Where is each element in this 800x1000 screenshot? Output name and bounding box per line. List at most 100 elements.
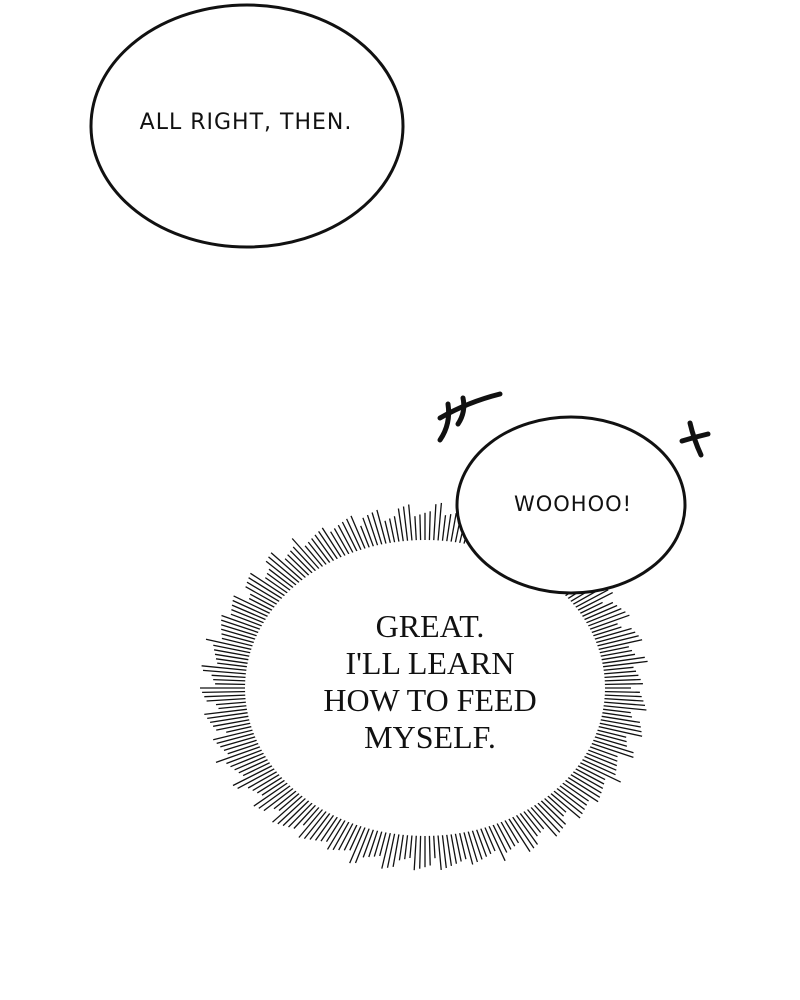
burst-ray: [580, 604, 618, 622]
burst-ray: [593, 635, 639, 648]
burst-ray: [453, 829, 462, 862]
burst-ray: [538, 797, 567, 825]
burst-ray: [569, 769, 604, 789]
burst-ray: [478, 824, 492, 855]
burst-ray: [594, 639, 643, 651]
burst-ray: [207, 711, 252, 720]
burst-ray: [600, 683, 643, 686]
burst-ray: [474, 825, 488, 857]
burst-ray: [337, 524, 356, 557]
burst-ray: [597, 653, 636, 661]
burst-ray: [343, 821, 360, 851]
burst-ray: [268, 568, 297, 591]
burst-ray: [250, 572, 289, 599]
burst-ray: [594, 725, 643, 737]
burst-ray: [373, 827, 384, 857]
burst-ray: [404, 831, 409, 860]
burst-ray: [289, 550, 316, 577]
burst-ray: [600, 694, 642, 698]
burst-ray: [556, 782, 588, 806]
burst-ray: [597, 715, 641, 724]
burst-ray: [303, 808, 330, 840]
burst-ray: [211, 674, 250, 679]
burst-ray: [582, 751, 618, 767]
burst-ray: [578, 757, 616, 776]
burst-ray: [221, 628, 260, 641]
speech-text-small: WOOHOO!: [513, 492, 633, 516]
burst-ray: [486, 822, 506, 862]
burst-ray: [205, 638, 256, 651]
burst-ray: [265, 560, 300, 588]
burst-ray: [520, 808, 542, 833]
burst-ray: [384, 520, 392, 547]
burst-ray: [531, 801, 561, 833]
speech-text-top: ALL RIGHT, THEN.: [139, 110, 353, 135]
burst-ray: [596, 649, 633, 658]
burst-ray: [330, 531, 348, 560]
burst-ray: [268, 556, 303, 586]
burst-ray: [266, 572, 294, 594]
burst-ray: [571, 589, 609, 610]
burst-ray: [445, 514, 452, 546]
burst-ray: [245, 586, 281, 607]
burst-ray: [346, 518, 364, 554]
burst-ray: [580, 754, 617, 771]
burst-ray: [513, 811, 539, 845]
burst-text-line: I'LL LEARN: [345, 645, 515, 681]
burst-ray: [204, 708, 251, 716]
burst-ray: [428, 511, 431, 545]
burst-ray: [311, 538, 333, 567]
burst-text-line: HOW TO FEED: [323, 682, 537, 718]
burst-ray: [202, 669, 250, 675]
burst-ray: [428, 831, 431, 866]
burst-ray: [318, 531, 341, 563]
burst-ray: [293, 801, 319, 829]
burst-ray: [534, 799, 564, 829]
burst-ray: [213, 644, 255, 655]
burst-ray: [550, 788, 583, 815]
burst-ray: [441, 515, 447, 545]
burst-ray: [586, 744, 618, 758]
burst-ray: [559, 780, 589, 802]
burst-ray: [592, 731, 627, 743]
burst-ray: [302, 804, 322, 826]
burst-ray: [587, 623, 618, 635]
burst-ray: [437, 502, 443, 545]
burst-text-line: GREAT.: [375, 608, 485, 644]
burst-ray: [371, 512, 384, 549]
burst-ray: [220, 619, 263, 635]
burst-ray: [544, 792, 567, 813]
burst-ray: [561, 777, 599, 803]
burst-ray: [599, 704, 647, 711]
burst-ray: [386, 829, 397, 868]
burst-ray: [470, 826, 483, 860]
burst-ray: [590, 627, 632, 641]
burst-ray: [458, 829, 467, 860]
burst-ray: [307, 541, 330, 568]
burst-ray: [215, 683, 250, 686]
burst-ray: [247, 769, 281, 789]
burst-ray: [202, 690, 250, 694]
burst-ray: [397, 508, 405, 546]
burst-ray: [273, 788, 300, 810]
burst-ray: [449, 830, 458, 864]
burst-bubble-rays: [200, 502, 648, 871]
burst-ray: [216, 721, 255, 731]
burst-ray: [419, 514, 422, 545]
burst-ray: [393, 516, 401, 546]
burst-ray: [576, 601, 603, 616]
burst-ray: [350, 515, 368, 553]
speech-bubble-top: [89, 3, 405, 249]
burst-ray: [587, 741, 634, 759]
burst-ray: [599, 666, 634, 672]
burst-ray: [341, 521, 360, 555]
burst-ray: [449, 512, 457, 546]
burst-ray: [524, 806, 545, 830]
burst-ray: [592, 631, 636, 645]
burst-ray: [408, 504, 413, 545]
burst-ray: [221, 637, 257, 648]
burst-ray: [230, 613, 266, 628]
burst-ray: [595, 646, 630, 655]
